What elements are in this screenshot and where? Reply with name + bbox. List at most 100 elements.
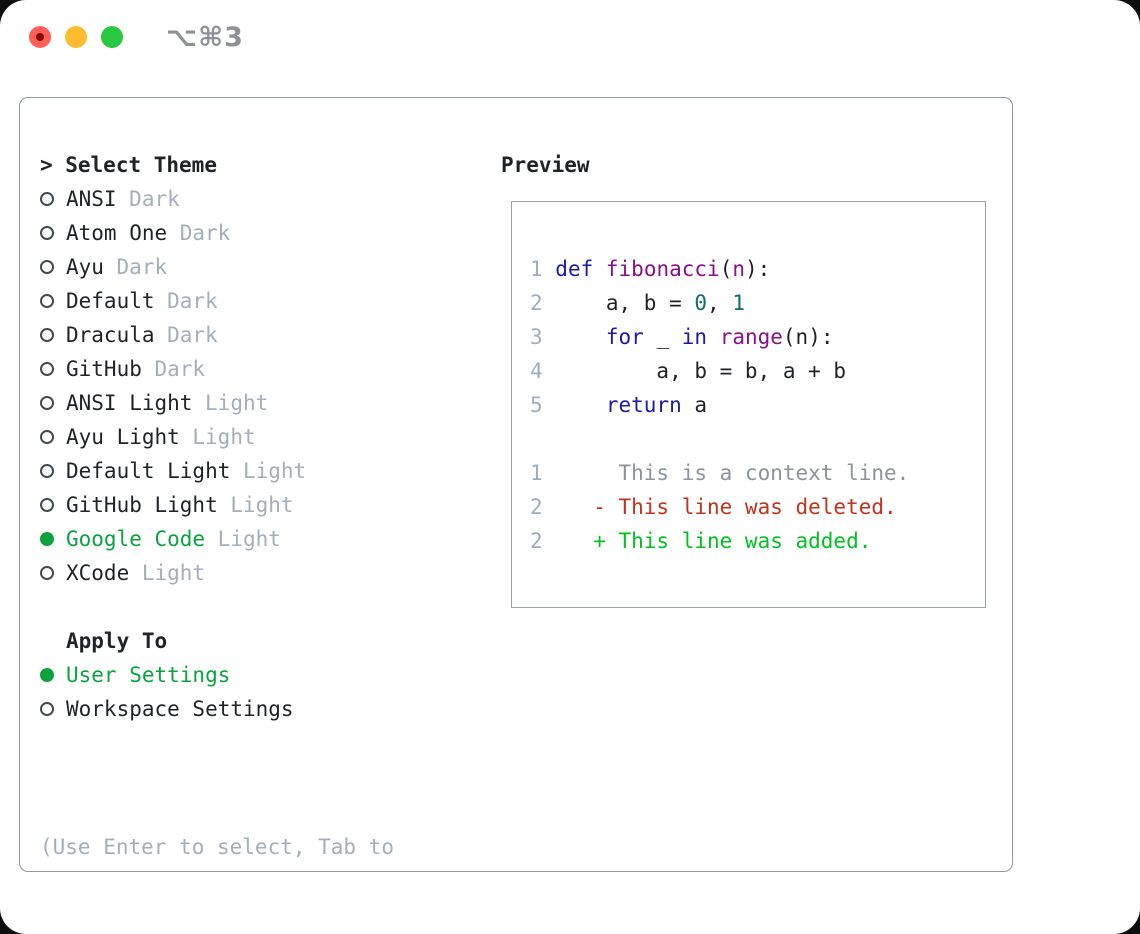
line-number: 4	[530, 359, 543, 383]
minimize-button[interactable]	[65, 26, 87, 48]
radio-icon	[40, 396, 54, 410]
radio-selected-icon	[40, 668, 54, 682]
option-variant-label: Dark	[179, 221, 231, 245]
radio-icon	[40, 464, 54, 478]
help-text: (Use Enter to select, Tab to change focu…	[40, 835, 395, 859]
apply-to-header: Apply To	[66, 629, 168, 653]
code-token: 1	[732, 291, 745, 315]
theme-option-google-code[interactable]: Google Code Light	[40, 522, 480, 556]
radio-icon	[40, 430, 54, 444]
titlebar: ⌥⌘3	[0, 0, 1140, 97]
option-label: Atom One	[66, 221, 168, 245]
option-label: Default Light	[66, 459, 231, 483]
code-token: 0	[694, 291, 708, 315]
theme-option-atom-one[interactable]: Atom One Dark	[40, 216, 480, 250]
option-variant-label: Light	[205, 391, 269, 415]
line-number: 1	[530, 257, 543, 281]
option-variant-label: Dark	[167, 289, 218, 313]
radio-icon	[40, 328, 54, 342]
radio-icon	[40, 260, 54, 274]
radio-icon	[40, 226, 54, 240]
radio-icon	[40, 498, 54, 512]
code-token: a, b =	[542, 291, 695, 315]
code-token: a, b = b, a + b	[542, 359, 847, 383]
window-title: ⌥⌘3	[166, 22, 244, 53]
apply-option-workspace-settings[interactable]: Workspace Settings	[40, 692, 480, 726]
code-line: 2 a, b = 0, 1	[530, 286, 985, 320]
code-line	[530, 422, 985, 456]
code-line: 2 + This line was added.	[530, 524, 985, 558]
code-token: (	[719, 257, 733, 281]
code-token: ,	[707, 291, 733, 315]
option-label: ANSI	[66, 187, 117, 211]
option-variant-label: Light	[192, 425, 256, 449]
preview-column: Preview 1 def fibonacci(n):2 a, b = 0, 1…	[501, 148, 1001, 608]
option-label: Workspace Settings	[66, 697, 294, 721]
maximize-button[interactable]	[101, 26, 123, 48]
code-token: This is a context line.	[542, 461, 910, 485]
option-variant-label: Dark	[154, 357, 206, 381]
code-token: _	[643, 325, 682, 349]
radio-icon	[40, 294, 54, 308]
code-line: 1 This is a context line.	[530, 456, 985, 490]
code-token: def	[555, 257, 594, 281]
option-label: GitHub	[66, 357, 142, 381]
code-token: for	[605, 325, 644, 349]
select-theme-header: >Select Theme	[40, 148, 480, 182]
option-label: Default	[66, 289, 155, 313]
theme-option-xcode[interactable]: XCode Light	[40, 556, 480, 590]
radio-selected-icon	[40, 532, 54, 546]
apply-option-user-settings[interactable]: User Settings	[40, 658, 480, 692]
code-token: in	[681, 325, 708, 349]
line-number: 3	[530, 325, 543, 349]
code-token: - This line was deleted.	[542, 495, 897, 519]
select-theme-title: Select Theme	[65, 153, 217, 177]
option-label: Ayu	[66, 255, 104, 279]
code-token: return	[605, 393, 682, 417]
code-line: 1 def fibonacci(n):	[530, 252, 985, 286]
code-token: (n):	[782, 325, 834, 349]
code-line: 3 for _ in range(n):	[530, 320, 985, 354]
code-token: range	[719, 325, 783, 349]
theme-option-ansi[interactable]: ANSI Dark	[40, 182, 480, 216]
preview-title: Preview	[501, 153, 590, 177]
code-token: n	[732, 257, 745, 281]
theme-option-ansi-light[interactable]: ANSI Light Light	[40, 386, 480, 420]
option-label: ANSI Light	[66, 391, 193, 415]
line-number: 1	[530, 461, 543, 485]
code-line: 4 a, b = b, a + b	[530, 354, 985, 388]
option-label: XCode	[66, 561, 130, 585]
code-line: 2 - This line was deleted.	[530, 490, 985, 524]
code-token: + This line was added.	[542, 529, 872, 553]
close-button[interactable]	[29, 26, 51, 48]
radio-icon	[40, 702, 54, 716]
line-number: 5	[530, 393, 543, 417]
option-label: Google Code	[66, 527, 206, 551]
radio-icon	[40, 192, 54, 206]
option-variant-label: Light	[217, 527, 281, 551]
code-token	[543, 325, 606, 349]
option-variant-label: Light	[141, 561, 206, 585]
radio-icon	[40, 362, 54, 376]
code-token: fibonacci	[605, 257, 720, 281]
code-token: ):	[745, 257, 771, 281]
line-number: 2	[530, 291, 543, 315]
option-label: Dracula	[66, 323, 155, 347]
theme-option-github[interactable]: GitHub Dark	[40, 352, 480, 386]
code-token	[707, 325, 720, 349]
option-label: User Settings	[66, 663, 231, 687]
option-variant-label: Dark	[129, 187, 180, 211]
option-label: GitHub Light	[66, 493, 218, 517]
theme-option-default[interactable]: Default Dark	[40, 284, 480, 318]
